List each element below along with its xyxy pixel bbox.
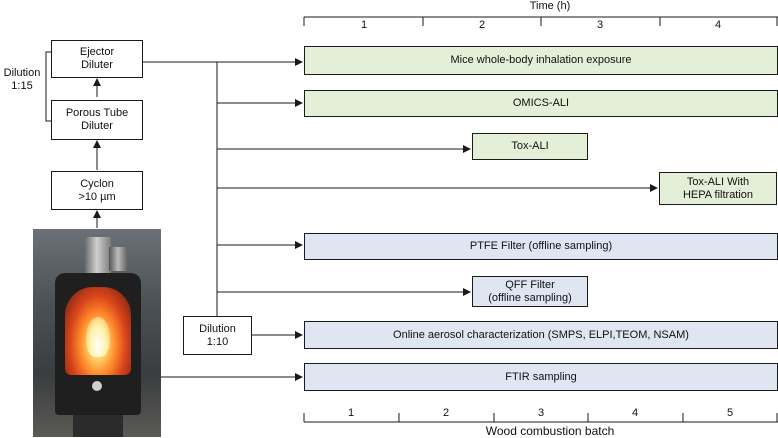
bottom-tick-5: 5: [726, 407, 734, 419]
top-tick-2: 2: [478, 19, 486, 31]
ftir-sampling-box: FTIR sampling: [304, 363, 778, 391]
bottom-tick-1: 1: [347, 407, 355, 419]
omics-ali-box: OMICS-ALI: [304, 90, 778, 117]
bottom-tick-4: 4: [631, 407, 639, 419]
tox-ali-box: Tox-ALI: [472, 133, 588, 160]
ptfe-filter-box: PTFE Filter (offline sampling): [304, 233, 778, 260]
bottom-tick-3: 3: [537, 407, 545, 419]
online-aerosol-box: Online aerosol characterization (SMPS, E…: [304, 321, 778, 349]
wood-stove-photo: [33, 229, 161, 437]
top-tick-4: 4: [714, 19, 722, 31]
top-tick-1: 1: [360, 19, 368, 31]
bottom-axis-title: Wood combustion batch: [485, 424, 615, 438]
ejector-diluter-box: Ejector Diluter: [51, 40, 143, 78]
cyclon-box: Cyclon >10 µm: [51, 171, 143, 210]
top-tick-3: 3: [596, 19, 604, 31]
dilution-bracket: [45, 51, 51, 122]
bottom-tick-2: 2: [442, 407, 450, 419]
tox-ali-hepa-box: Tox-ALI With HEPA filtration: [659, 172, 777, 205]
dilution-10-box: Dilution 1:10: [183, 316, 252, 355]
qff-filter-box: QFF Filter (offline sampling): [472, 276, 588, 307]
porous-tube-diluter-box: Porous Tube Diluter: [51, 100, 143, 140]
top-axis-title: Time (h): [529, 0, 571, 12]
dilution-15-label: Dilution 1:15: [3, 67, 41, 92]
mice-inhalation-box: Mice whole-body inhalation exposure: [304, 46, 778, 75]
